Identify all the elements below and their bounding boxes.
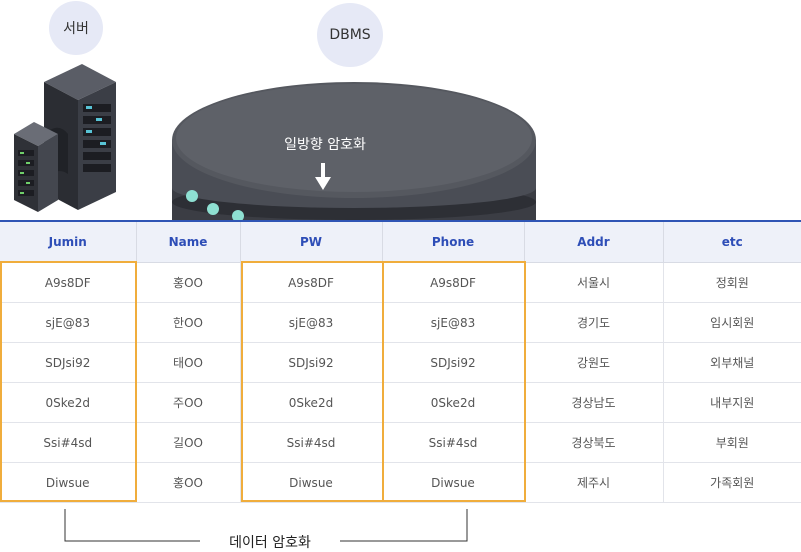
table-row: Ssi#4sd 길OO Ssi#4sd Ssi#4sd 경상북도 부회원 — [0, 422, 801, 463]
cell-etc: 외부채널 — [663, 342, 801, 383]
cell-pw: 0Ske2d — [240, 382, 383, 423]
data-table: Jumin Name PW Phone Addr etc A9s8DF 홍OO … — [0, 220, 801, 503]
table-row: 0Ske2d 주OO 0Ske2d 0Ske2d 경상남도 내부지원 — [0, 382, 801, 423]
encryption-bracket — [64, 509, 468, 542]
cell-jumin: Ssi#4sd — [0, 422, 137, 463]
cell-phone: A9s8DF — [382, 262, 525, 303]
dbms-label: DBMS — [317, 3, 383, 67]
db-caption: 일방향 암호화 — [284, 137, 366, 153]
cell-addr: 경상남도 — [524, 382, 664, 423]
cell-etc: 임시회원 — [663, 302, 801, 343]
cell-etc: 내부지원 — [663, 382, 801, 423]
table-header-row: Jumin Name PW Phone Addr etc — [0, 220, 801, 263]
database-icon — [172, 82, 536, 222]
cell-addr: 강원도 — [524, 342, 664, 383]
cell-etc: 정회원 — [663, 262, 801, 303]
column-header-name: Name — [136, 220, 241, 263]
cell-name: 주OO — [136, 382, 241, 423]
cell-jumin: 0Ske2d — [0, 382, 137, 423]
cell-phone: SDJsi92 — [382, 342, 525, 383]
cell-jumin: Diwsue — [0, 462, 137, 503]
cell-name: 태OO — [136, 342, 241, 383]
column-header-jumin: Jumin — [0, 220, 137, 263]
cell-addr: 경상북도 — [524, 422, 664, 463]
server-icon — [14, 64, 116, 212]
cell-jumin: SDJsi92 — [0, 342, 137, 383]
server-label-text: 서버 — [63, 21, 89, 37]
column-header-etc: etc — [663, 220, 801, 263]
cell-etc: 가족회원 — [663, 462, 801, 503]
cell-pw: sjE@83 — [240, 302, 383, 343]
cell-phone: sjE@83 — [382, 302, 525, 343]
dbms-label-text: DBMS — [329, 27, 371, 43]
cell-pw: Ssi#4sd — [240, 422, 383, 463]
cell-addr: 서울시 — [524, 262, 664, 303]
column-header-phone: Phone — [382, 220, 525, 263]
cell-name: 길OO — [136, 422, 241, 463]
cell-name: 홍OO — [136, 462, 241, 503]
table-row: Diwsue 홍OO Diwsue Diwsue 제주시 가족회원 — [0, 462, 801, 503]
cell-jumin: A9s8DF — [0, 262, 137, 303]
cell-addr: 경기도 — [524, 302, 664, 343]
cell-name: 한OO — [136, 302, 241, 343]
data-encryption-label: 데이터 암호화 — [200, 532, 340, 552]
column-header-addr: Addr — [524, 220, 664, 263]
cell-jumin: sjE@83 — [0, 302, 137, 343]
cell-addr: 제주시 — [524, 462, 664, 503]
cell-pw: Diwsue — [240, 462, 383, 503]
cell-pw: SDJsi92 — [240, 342, 383, 383]
column-header-pw: PW — [240, 220, 383, 263]
cell-phone: 0Ske2d — [382, 382, 525, 423]
cell-phone: Ssi#4sd — [382, 422, 525, 463]
cell-etc: 부회원 — [663, 422, 801, 463]
server-label: 서버 — [49, 1, 103, 55]
cell-phone: Diwsue — [382, 462, 525, 503]
arrow-down-icon — [315, 163, 331, 190]
cell-pw: A9s8DF — [240, 262, 383, 303]
cell-name: 홍OO — [136, 262, 241, 303]
table-row: sjE@83 한OO sjE@83 sjE@83 경기도 임시회원 — [0, 302, 801, 343]
table-row: SDJsi92 태OO SDJsi92 SDJsi92 강원도 외부채널 — [0, 342, 801, 383]
table-row: A9s8DF 홍OO A9s8DF A9s8DF 서울시 정회원 — [0, 262, 801, 303]
